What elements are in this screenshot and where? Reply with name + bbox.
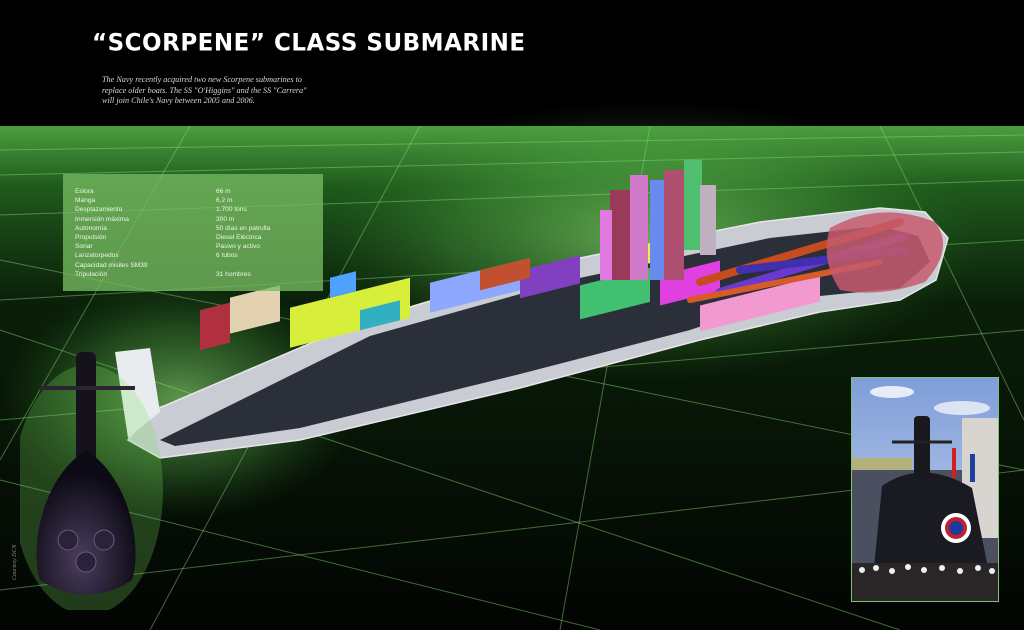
spec-row: Desplazamiento 1.700 tons <box>75 205 323 214</box>
spec-row: Autonomía 50 días en patrulla <box>75 224 323 233</box>
spec-value: Diesel Eléctrica <box>216 233 262 241</box>
spec-row: Inmersión máxima 300 m <box>75 215 323 224</box>
page-title: “SCORPENE” CLASS SUBMARINE <box>92 29 526 57</box>
spec-row: Manga 6,2 m <box>75 196 323 205</box>
spec-label: Sonar <box>75 243 93 251</box>
spec-value: 6 tubos <box>216 252 238 260</box>
spec-value: 66 m <box>216 188 231 195</box>
submarine-front-view <box>20 352 163 610</box>
spec-row: Sonar Pasivo y activo <box>75 242 323 251</box>
specifications-table: Eslora 66 m Manga 6,2 m Desplazamiento 1… <box>63 174 323 291</box>
spec-row: Tripulación 31 hombres <box>75 270 323 279</box>
spec-label: Capacidad misiles SM39 <box>75 261 148 269</box>
spec-value: 6,2 m <box>216 197 233 205</box>
spec-row: Capacidad misiles SM39 <box>75 261 323 270</box>
spec-label: Propulsión <box>75 233 107 241</box>
spec-value: Pasivo y activo <box>216 243 260 251</box>
spec-row: Lanzatorpedos 6 tubos <box>75 251 323 260</box>
intro-text: The Navy recently acquired two new Scorp… <box>102 75 307 105</box>
submarine-photo <box>851 377 999 602</box>
spec-value: 50 días en patrulla <box>216 224 271 232</box>
spec-row: Eslora 66 m <box>75 187 323 196</box>
spec-label: Autonomía <box>75 224 107 232</box>
spec-value: 31 hombres <box>216 270 251 278</box>
spec-label: Desplazamiento <box>75 206 123 214</box>
spec-row: Propulsión Diesel Eléctrica <box>75 233 323 242</box>
spec-label: Inmersión máxima <box>75 215 129 223</box>
spec-label: Eslora <box>75 188 94 195</box>
spec-label: Lanzatorpedos <box>75 252 119 260</box>
spec-label: Manga <box>75 197 96 205</box>
photo-credit: Courtesy DCN <box>12 544 18 580</box>
spec-value: 300 m <box>216 215 235 223</box>
spec-label: Tripulación <box>75 270 108 278</box>
spec-value: 1.700 tons <box>216 206 247 214</box>
